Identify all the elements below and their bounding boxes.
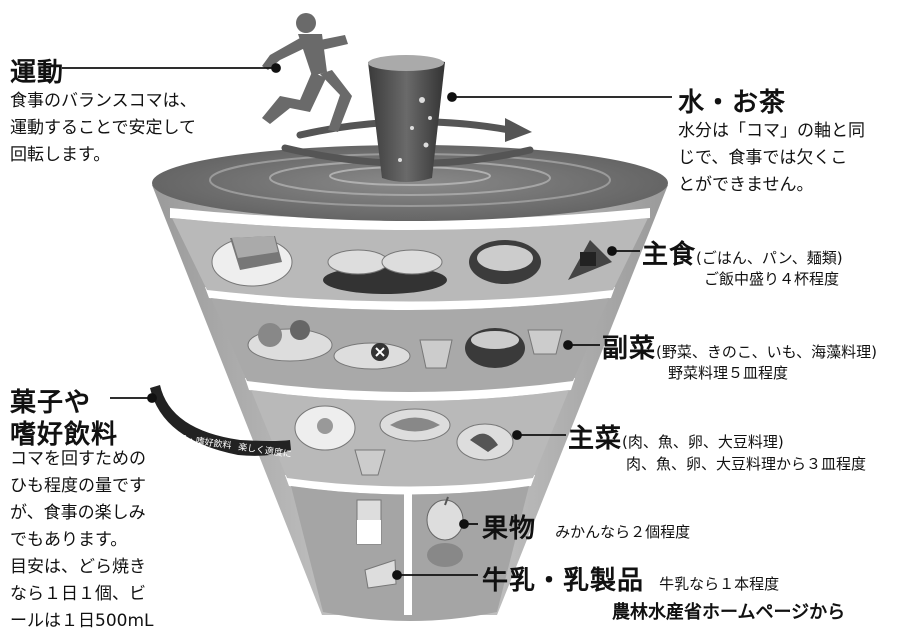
side-label: 副菜(野菜、きのこ、いも、海藻料理)	[602, 328, 877, 365]
top-disc	[152, 145, 668, 221]
tier-side	[211, 298, 609, 392]
exercise-title: 運動	[10, 58, 65, 88]
fruit-amount: みかんなら２個程度	[555, 523, 691, 541]
snacks-desc-line: コマを回すための	[10, 449, 146, 469]
water-title: 水・お茶	[678, 88, 787, 118]
side-foods	[247, 320, 563, 370]
water-desc: 水分は「コマ」の軸と同 じで、食事では欠くこ とができません。	[678, 118, 865, 199]
runner-icon	[262, 13, 352, 132]
water-desc-line: とができません。	[678, 175, 814, 195]
staple-amount: ご飯中盛り４杯程度	[704, 270, 840, 288]
staple-label: 主食(ごはん、パン、麺類)	[642, 234, 843, 271]
staple-examples: (ごはん、パン、麺類)	[696, 249, 843, 267]
milk-title: 牛乳・乳製品	[482, 566, 645, 596]
side-title: 副菜	[602, 334, 657, 364]
exercise-desc-line: 回転します。	[10, 145, 111, 165]
connector-lines	[62, 63, 672, 580]
water-desc-line: 水分は「コマ」の軸と同	[678, 121, 865, 141]
fruit-title: 果物	[482, 514, 537, 544]
snacks-desc: コマを回すための ひも程度の量です が、食事の楽しみ でもあります。 目安は、ど…	[10, 446, 153, 635]
main-examples: (肉、魚、卵、大豆料理)	[622, 433, 784, 451]
staple-foods	[211, 236, 612, 294]
fruit-label: 果物 みかんなら２個程度	[482, 508, 690, 545]
milk-label: 牛乳・乳製品 牛乳なら１本程度	[482, 560, 779, 597]
source-credit: 農林水産省ホームページから	[612, 602, 846, 623]
side-amount: 野菜料理５皿程度	[668, 364, 789, 382]
staple-title: 主食	[642, 240, 697, 270]
side-examples: (野菜、きのこ、いも、海藻料理)	[656, 343, 877, 361]
snacks-desc-line: ひも程度の量です	[10, 476, 146, 496]
main-label: 主菜(肉、魚、卵、大豆料理)	[568, 418, 784, 455]
snacks-desc-line: でもあります。	[10, 530, 128, 550]
main-amount: 肉、魚、卵、大豆料理から３皿程度	[626, 455, 867, 473]
snack-string	[150, 385, 291, 456]
cup-icon	[368, 57, 445, 182]
water-desc-line: じで、食事では欠くこ	[678, 148, 848, 168]
exercise-desc-line: 食事のバランスコマは、	[10, 91, 197, 111]
main-title: 主菜	[568, 424, 623, 454]
snacks-desc-line: 目安は、どら焼き	[10, 557, 146, 577]
milk-amount: 牛乳なら１本程度	[659, 575, 780, 593]
snacks-title-line2: 嗜好飲料	[10, 420, 119, 450]
snacks-desc-line: ールは１日500mL	[10, 611, 154, 631]
snacks-title-line1: 菓子や	[10, 388, 92, 418]
main-foods	[294, 405, 514, 476]
fruit-milk-foods	[356, 496, 464, 589]
exercise-desc-line: 運動することで安定して	[10, 118, 196, 138]
snacks-desc-line: なら１日１個、ビ	[10, 584, 146, 604]
exercise-desc: 食事のバランスコマは、 運動することで安定して 回転します。	[10, 88, 197, 169]
snacks-desc-line: が、食事の楽しみ	[10, 503, 146, 523]
